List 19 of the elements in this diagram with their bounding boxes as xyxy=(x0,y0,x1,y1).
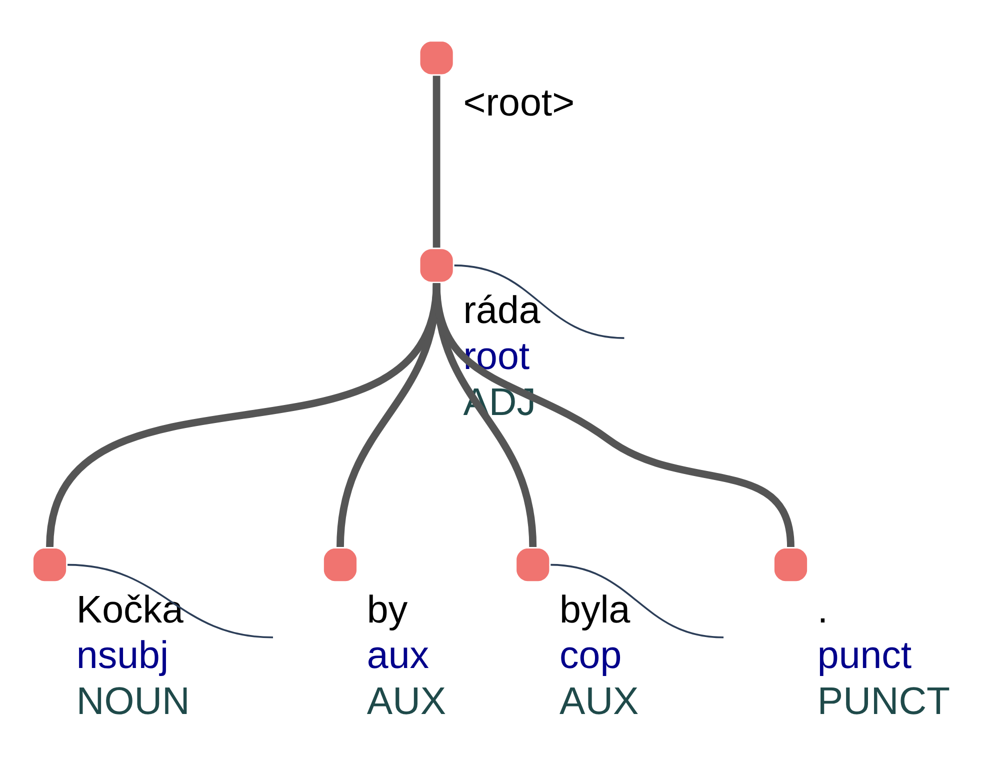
node-label: AUX xyxy=(559,680,638,724)
node-label: ráda xyxy=(462,288,540,332)
connector xyxy=(432,282,794,548)
node-label: by xyxy=(366,588,408,632)
node-label: aux xyxy=(366,634,429,678)
connector xyxy=(550,564,724,638)
node-label: PUNCT xyxy=(816,680,950,724)
node-label: . xyxy=(816,588,828,632)
node-label: <root> xyxy=(462,81,574,124)
node-label: AUX xyxy=(366,680,446,724)
node-label: nsubj xyxy=(76,634,168,678)
node-label: punct xyxy=(816,634,912,678)
connector xyxy=(454,264,624,339)
connector xyxy=(432,76,440,248)
connector xyxy=(66,564,273,638)
node-label: cop xyxy=(559,634,622,678)
node-label: Kočka xyxy=(76,588,183,632)
node-label: byla xyxy=(559,588,630,632)
node-label: NOUN xyxy=(76,680,190,724)
